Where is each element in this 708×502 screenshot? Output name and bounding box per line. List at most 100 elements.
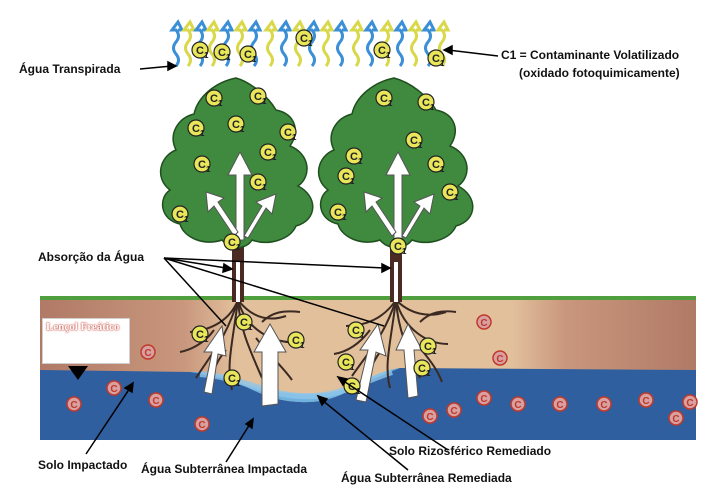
svg-text:C: C: [446, 187, 454, 199]
contaminant-marker-3: C: [149, 393, 163, 407]
svg-text:C: C: [152, 396, 159, 407]
svg-text:1: 1: [350, 363, 355, 372]
svg-text:1: 1: [360, 331, 365, 340]
label-c1-definition: C1 = Contaminante Volatilizado: [501, 48, 679, 62]
svg-text:1: 1: [262, 183, 267, 192]
label-agua-subterranea-impactada: Água Subterrânea Impactada: [141, 462, 307, 476]
label-agua-transpirada: Água Transpirada: [19, 62, 120, 76]
svg-text:C: C: [514, 400, 521, 411]
wave-7: [266, 22, 276, 66]
svg-text:C: C: [642, 396, 649, 407]
svg-text:C: C: [176, 209, 184, 221]
svg-text:C: C: [254, 91, 262, 103]
contaminant-marker-7: C: [477, 391, 491, 405]
svg-text:1: 1: [204, 51, 209, 60]
wave-11: [322, 22, 332, 66]
svg-text:1: 1: [358, 157, 363, 166]
label-lencol-freatico: Lençol Freático: [43, 319, 129, 335]
svg-text:1: 1: [236, 243, 241, 252]
svg-text:C: C: [426, 412, 433, 423]
wave-16: [396, 22, 406, 66]
svg-text:C: C: [350, 151, 358, 163]
svg-text:1: 1: [426, 369, 431, 378]
c1-marker-0: C1: [192, 42, 209, 60]
svg-text:1: 1: [252, 55, 257, 64]
wave-8: [280, 22, 290, 66]
svg-text:C: C: [284, 127, 292, 139]
svg-text:C: C: [394, 241, 402, 253]
svg-text:C: C: [450, 406, 457, 417]
contaminant-marker-13: C: [639, 393, 653, 407]
svg-text:1: 1: [206, 165, 211, 174]
label-solo-rizosferico: Solo Rizosférico Remediado: [389, 444, 551, 458]
contaminant-marker-5: C: [477, 315, 491, 329]
wave-0: [172, 22, 182, 66]
wave-1: [184, 22, 194, 66]
svg-text:1: 1: [432, 347, 437, 356]
svg-text:1: 1: [200, 129, 205, 138]
wave-3: [208, 22, 218, 66]
svg-text:1: 1: [342, 213, 347, 222]
c1-marker-3: C1: [296, 30, 313, 48]
svg-text:C: C: [240, 317, 248, 329]
svg-text:1: 1: [430, 103, 435, 112]
svg-text:1: 1: [248, 323, 253, 332]
svg-text:C: C: [198, 159, 206, 171]
svg-text:C: C: [144, 348, 151, 359]
svg-text:C: C: [480, 394, 487, 405]
contaminant-marker-14: C: [683, 395, 697, 409]
svg-text:C: C: [342, 171, 350, 183]
svg-text:C: C: [196, 45, 204, 57]
svg-text:C: C: [410, 135, 418, 147]
svg-text:1: 1: [184, 215, 189, 224]
contaminant-marker-15: C: [669, 411, 683, 425]
svg-text:C: C: [70, 400, 77, 411]
svg-text:C: C: [686, 398, 693, 409]
svg-text:C: C: [334, 207, 342, 219]
svg-text:1: 1: [272, 153, 277, 162]
svg-text:C: C: [342, 357, 350, 369]
svg-text:C: C: [432, 53, 440, 65]
svg-text:C: C: [228, 237, 236, 249]
svg-text:1: 1: [350, 177, 355, 186]
contaminant-marker-12: C: [597, 397, 611, 411]
svg-text:1: 1: [308, 39, 313, 48]
svg-text:C: C: [264, 147, 272, 159]
svg-text:C: C: [480, 318, 487, 329]
svg-text:1: 1: [440, 59, 445, 68]
svg-text:1: 1: [386, 51, 391, 60]
contaminant-marker-0: C: [141, 345, 155, 359]
label-absorcao: Absorção da Água: [38, 250, 144, 264]
svg-text:C: C: [380, 93, 388, 105]
contaminant-marker-1: C: [107, 381, 121, 395]
svg-text:C: C: [300, 33, 308, 45]
svg-text:C: C: [192, 123, 200, 135]
svg-text:1: 1: [418, 141, 423, 150]
svg-text:1: 1: [388, 99, 393, 108]
svg-text:C: C: [198, 420, 205, 431]
contaminant-marker-10: C: [511, 397, 525, 411]
svg-text:C: C: [424, 341, 432, 353]
water-table-box: Lençol Freático: [42, 318, 130, 364]
svg-text:C: C: [600, 400, 607, 411]
contaminant-marker-9: C: [423, 409, 437, 423]
svg-text:1: 1: [240, 125, 245, 134]
svg-text:C: C: [210, 93, 218, 105]
label-c1-note: (oxidado fotoquimicamente): [519, 66, 680, 80]
svg-text:C: C: [292, 335, 300, 347]
svg-text:C: C: [228, 373, 236, 385]
wave-13: [352, 22, 362, 66]
svg-text:1: 1: [440, 165, 445, 174]
svg-text:1: 1: [236, 379, 241, 388]
svg-text:1: 1: [292, 133, 297, 142]
wave-14: [366, 22, 376, 66]
svg-text:C: C: [244, 49, 252, 61]
c1-marker-1: C1: [214, 44, 231, 62]
svg-text:C: C: [196, 329, 204, 341]
label-agua-subterranea-remediada: Água Subterrânea Remediada: [341, 471, 512, 485]
svg-text:C: C: [432, 159, 440, 171]
svg-text:1: 1: [226, 53, 231, 62]
